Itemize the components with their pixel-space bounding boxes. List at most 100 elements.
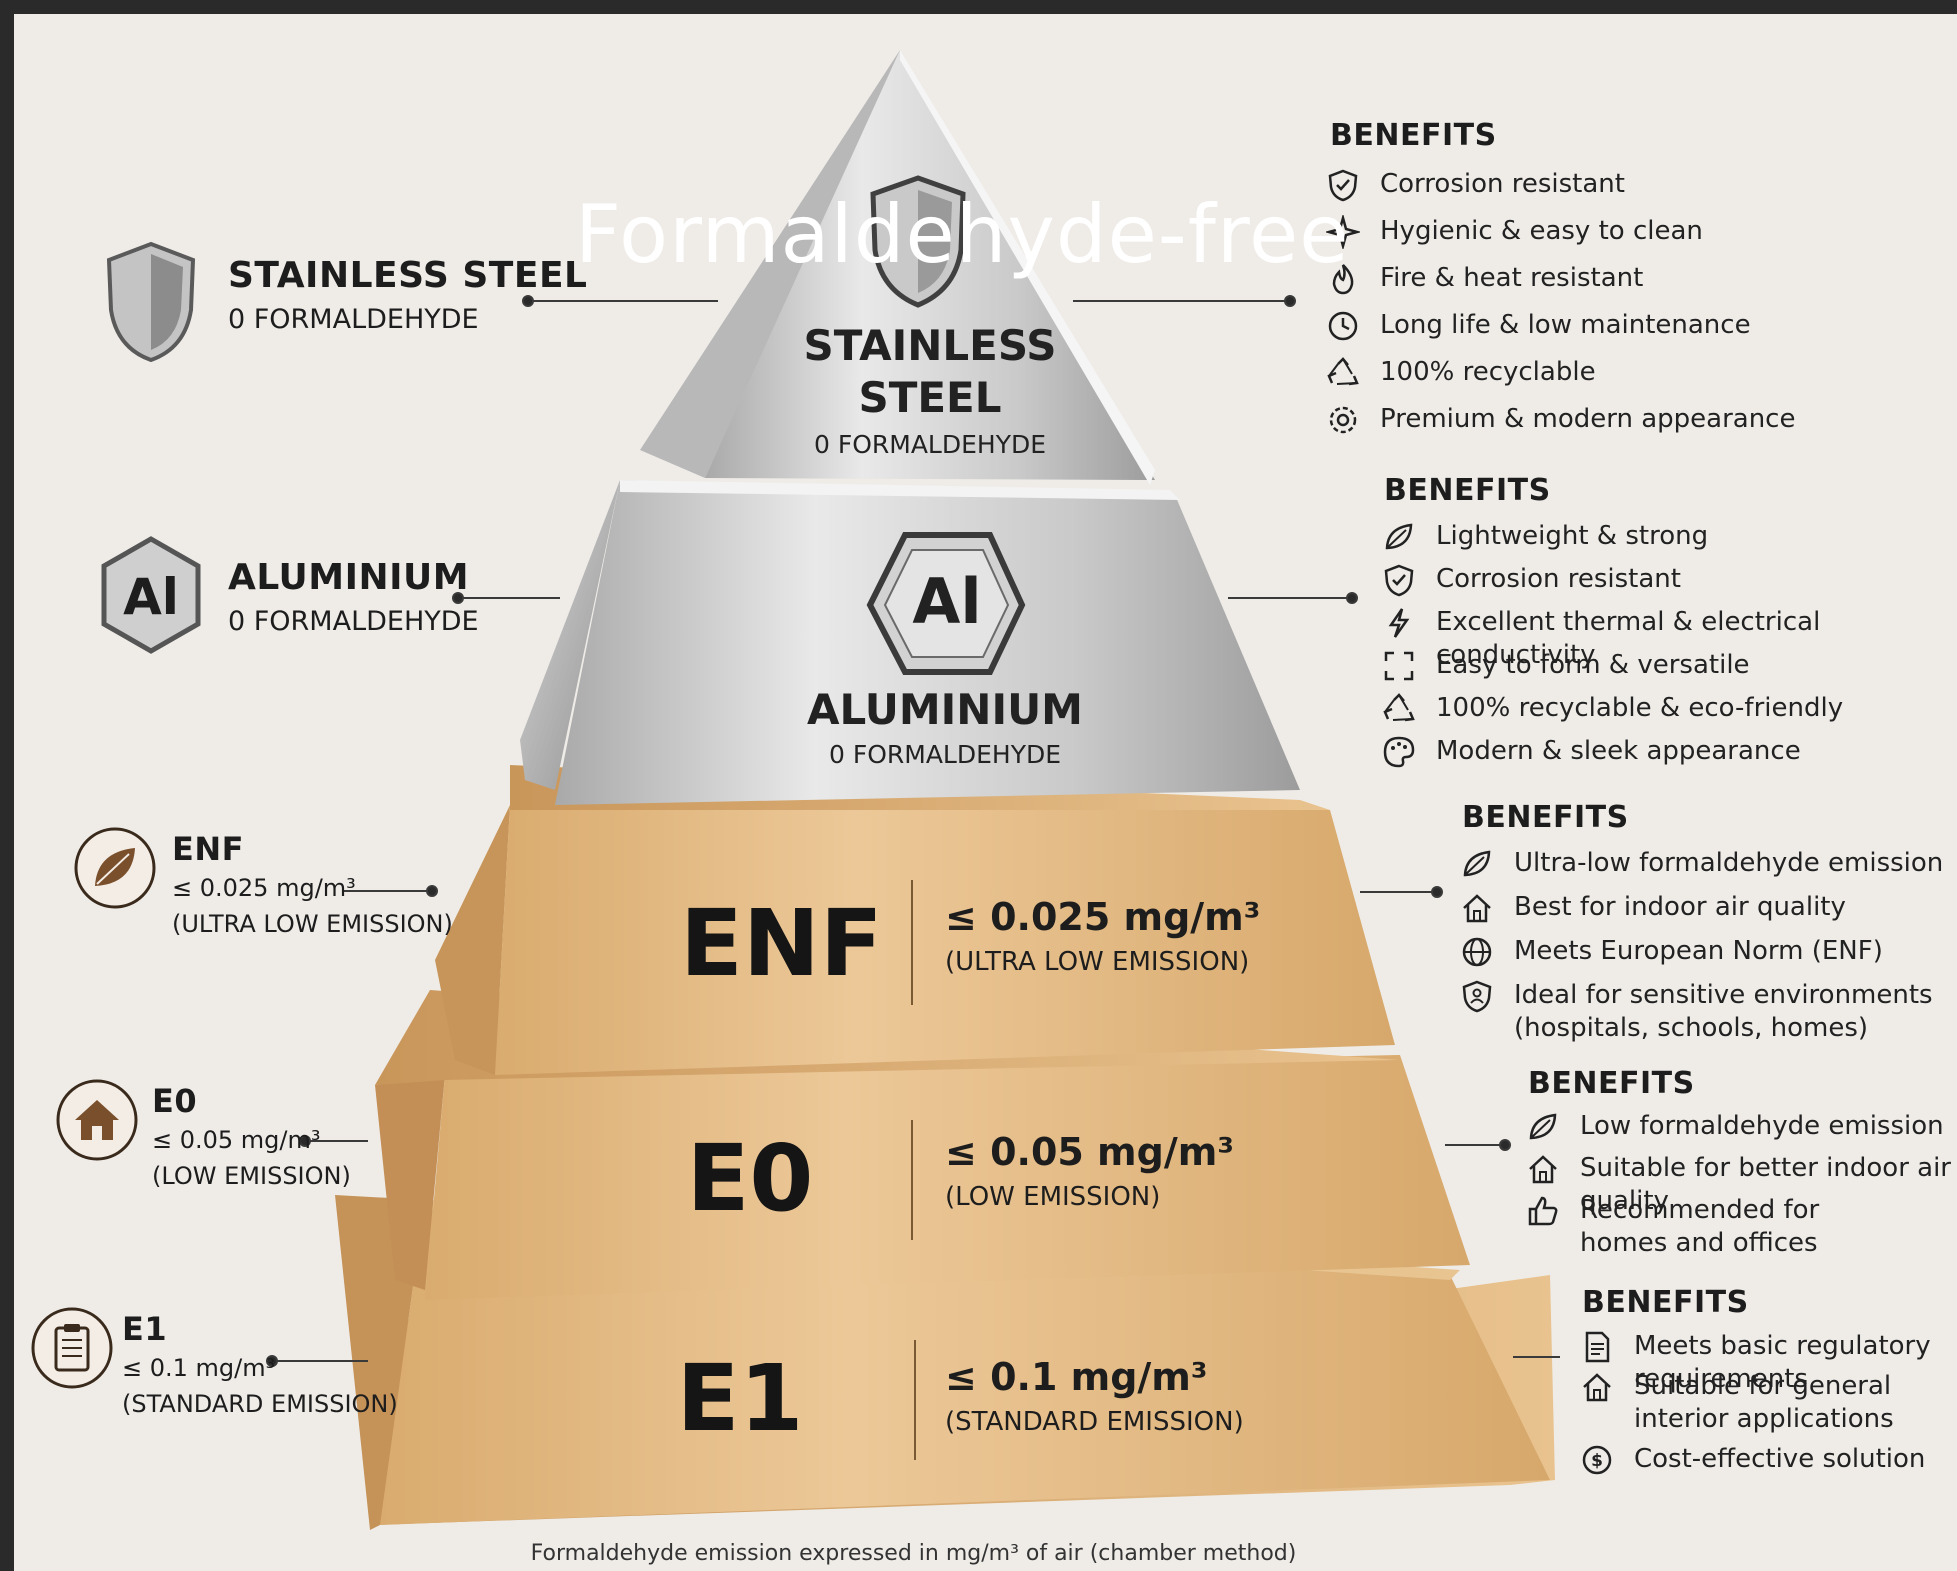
benefit-text: Corrosion resistant (1436, 563, 1681, 596)
benefit-text: Best for indoor air quality (1514, 891, 1846, 924)
benefits-e1-heading: BENEFITS (1582, 1285, 1749, 1320)
benefit-item: Fire & heat resistant (1326, 262, 1643, 296)
benefit-text: Hygienic & easy to clean (1380, 215, 1703, 248)
benefit-item: Best for indoor air quality (1460, 891, 1846, 925)
benefit-item: Ultra-low formaldehyde emission (1460, 847, 1943, 881)
benefit-text: Corrosion resistant (1380, 168, 1625, 201)
leaf-icon (1529, 1113, 1557, 1140)
benefit-item: $ Cost-effective solution (1580, 1443, 1925, 1477)
left-enf-title: ENF (172, 830, 244, 868)
benefit-item: Lightweight & strong (1382, 520, 1708, 554)
left-aluminium-title: ALUMINIUM (228, 557, 470, 598)
benefit-text: Modern & sleek appearance (1436, 735, 1801, 768)
tier-aluminium-block (520, 480, 1300, 805)
tier-stainless-line1: STAINLESS (803, 321, 1057, 370)
benefit-text-line: Hygienic & easy to clean (1380, 216, 1703, 246)
benefit-item: Low formaldehyde emission (1526, 1110, 1944, 1144)
tier-e0-limit: ≤ 0.05 mg/m³ (945, 1130, 1234, 1174)
benefit-text-line: 100% recyclable (1380, 357, 1596, 387)
benefit-text-line: Fire & heat resistant (1380, 263, 1644, 293)
leaf-circle-icon (74, 827, 156, 909)
tier-enf-code: ENF (680, 890, 883, 997)
benefit-item: Hygienic & easy to clean (1326, 215, 1703, 249)
house-circle-icon (56, 1079, 138, 1161)
benefit-item: 100% recyclable (1326, 356, 1596, 390)
document-icon (1585, 1331, 1610, 1363)
clipboard-circle-icon (31, 1307, 113, 1389)
dollar-icon: $ (1582, 1445, 1612, 1475)
benefit-text-line: Lightweight & strong (1436, 521, 1709, 551)
benefit-text: Ideal for sensitive environments(hospita… (1514, 979, 1933, 1045)
benefits-stainless-heading: BENEFITS (1330, 118, 1497, 153)
benefit-text: Meets European Norm (ENF) (1514, 935, 1883, 968)
benefit-item: Ideal for sensitive environments(hospita… (1460, 979, 1933, 1045)
benefit-text: Low formaldehyde emission (1580, 1110, 1944, 1143)
tier-aluminium-sub: 0 FORMALDEHYDE (828, 740, 1062, 769)
left-label-enf: ENF ≤ 0.025 mg/m³ (ULTRA LOW EMISSION) (172, 830, 453, 942)
benefit-item: Corrosion resistant (1382, 563, 1681, 597)
benefit-text-line-2: interior applications (1634, 1404, 1894, 1434)
thumbs-up-icon (1528, 1196, 1558, 1226)
benefit-item: Easy to form & versatile (1382, 649, 1750, 683)
tier-enf-values: ≤ 0.025 mg/m³ (ULTRA LOW EMISSION) (945, 895, 1260, 977)
benefit-item: Excellent thermal & electrical conductiv… (1382, 606, 1957, 672)
footnote-caption: Formaldehyde emission expressed in mg/m³… (530, 1541, 1297, 1566)
left-label-e1: E1 ≤ 0.1 mg/m³ (STANDARD EMISSION) (122, 1310, 398, 1422)
left-label-e0: E0 ≤ 0.05 mg/m³ (LOW EMISSION) (152, 1082, 351, 1194)
benefit-text-line-2: homes and offices (1580, 1228, 1818, 1258)
benefit-text-line: Suitable for better indoor air quality (1580, 1153, 1951, 1216)
left-label-stainless: STAINLESS STEEL 0 FORMALDEHYDE (228, 255, 587, 335)
benefit-text: Ultra-low formaldehyde emission (1514, 847, 1943, 880)
left-e1-limit: ≤ 0.1 mg/m³ (122, 1354, 276, 1382)
left-stainless-sub: 0 FORMALDEHYDE (228, 304, 479, 335)
recycle-icon (1383, 693, 1415, 722)
house-icon (1529, 1155, 1557, 1184)
clock-icon (1328, 311, 1358, 341)
left-aluminium-sub: 0 FORMALDEHYDE (228, 606, 479, 637)
tier-e1-values: ≤ 0.1 mg/m³ (STANDARD EMISSION) (945, 1355, 1244, 1437)
benefit-text-line: Low formaldehyde emission (1580, 1111, 1944, 1141)
benefit-item: Modern & sleek appearance (1382, 735, 1801, 769)
benefits-e0-heading: BENEFITS (1528, 1066, 1695, 1101)
benefit-text: 100% recyclable & eco-friendly (1436, 692, 1843, 725)
expand-icon (1384, 651, 1414, 681)
tier-e1-note: (STANDARD EMISSION) (945, 1407, 1244, 1437)
benefit-item: Long life & low maintenance (1326, 309, 1751, 343)
tier-stainless-sub: 0 FORMALDEHYDE (813, 430, 1047, 459)
benefit-text-line: Modern & sleek appearance (1436, 736, 1801, 766)
benefit-text: Cost-effective solution (1634, 1443, 1925, 1476)
lightning-icon (1388, 608, 1410, 638)
aluminium-icon-text: Al (123, 568, 179, 626)
benefit-item: 100% recyclable & eco-friendly (1382, 692, 1843, 726)
house-icon (1463, 894, 1491, 923)
watermark-text: Formaldehyde-free (575, 188, 1350, 281)
tier-aluminium-title: ALUMINIUM (807, 685, 1083, 734)
benefit-text-line-2: (hospitals, schools, homes) (1514, 1013, 1869, 1043)
recycle-icon (1327, 357, 1359, 386)
benefit-text: Premium & modern appearance (1380, 403, 1795, 436)
aluminium-badge-text: Al (912, 565, 982, 638)
benefit-text: Lightweight & strong (1436, 520, 1708, 553)
tier-enf-note: (ULTRA LOW EMISSION) (945, 947, 1250, 977)
globe-icon (1462, 937, 1492, 967)
benefit-text: Meets basic regulatory requirements (1634, 1330, 1957, 1396)
palette-icon (1383, 736, 1415, 768)
tier-stainless-label: STAINLESS STEEL 0 FORMALDEHYDE (780, 320, 1080, 459)
benefit-text: Fire & heat resistant (1380, 262, 1643, 295)
left-e0-title: E0 (152, 1082, 198, 1120)
left-e0-limit: ≤ 0.05 mg/m³ (152, 1126, 321, 1154)
leaf-icon (1385, 523, 1413, 550)
left-e1-note: (STANDARD EMISSION) (122, 1390, 398, 1418)
flame-icon (1332, 264, 1354, 295)
benefit-text-line: Suitable for general (1634, 1371, 1892, 1401)
connector-lines-right (1073, 295, 1560, 1358)
benefit-text-line: Meets basic regulatory requirements (1634, 1331, 1931, 1394)
left-label-aluminium: ALUMINIUM 0 FORMALDEHYDE (228, 557, 479, 637)
shield-check-icon (1328, 169, 1358, 202)
benefit-text-line: Easy to form & versatile (1436, 650, 1750, 680)
